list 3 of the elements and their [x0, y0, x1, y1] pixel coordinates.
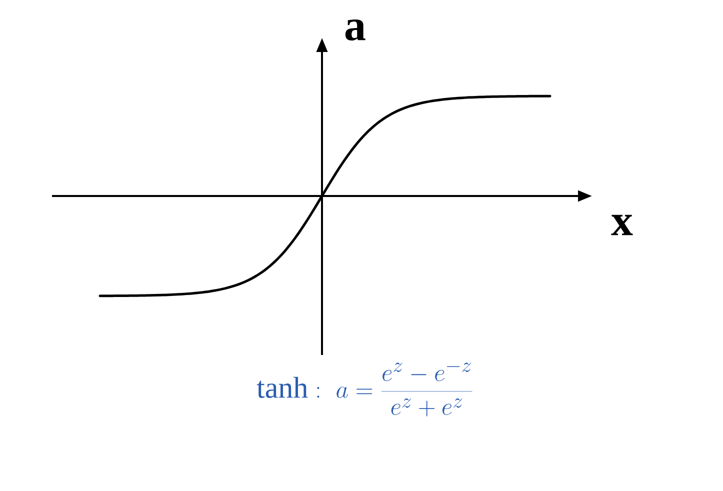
axis-label: a — [345, 19, 366, 41]
axis-label: x — [611, 214, 633, 236]
tanh-formula: $\mathrm{tanh}:\ a = \frac{e^{z} - e^{-z}}{e^{z} + e^{z}}$ — [256, 362, 472, 416]
